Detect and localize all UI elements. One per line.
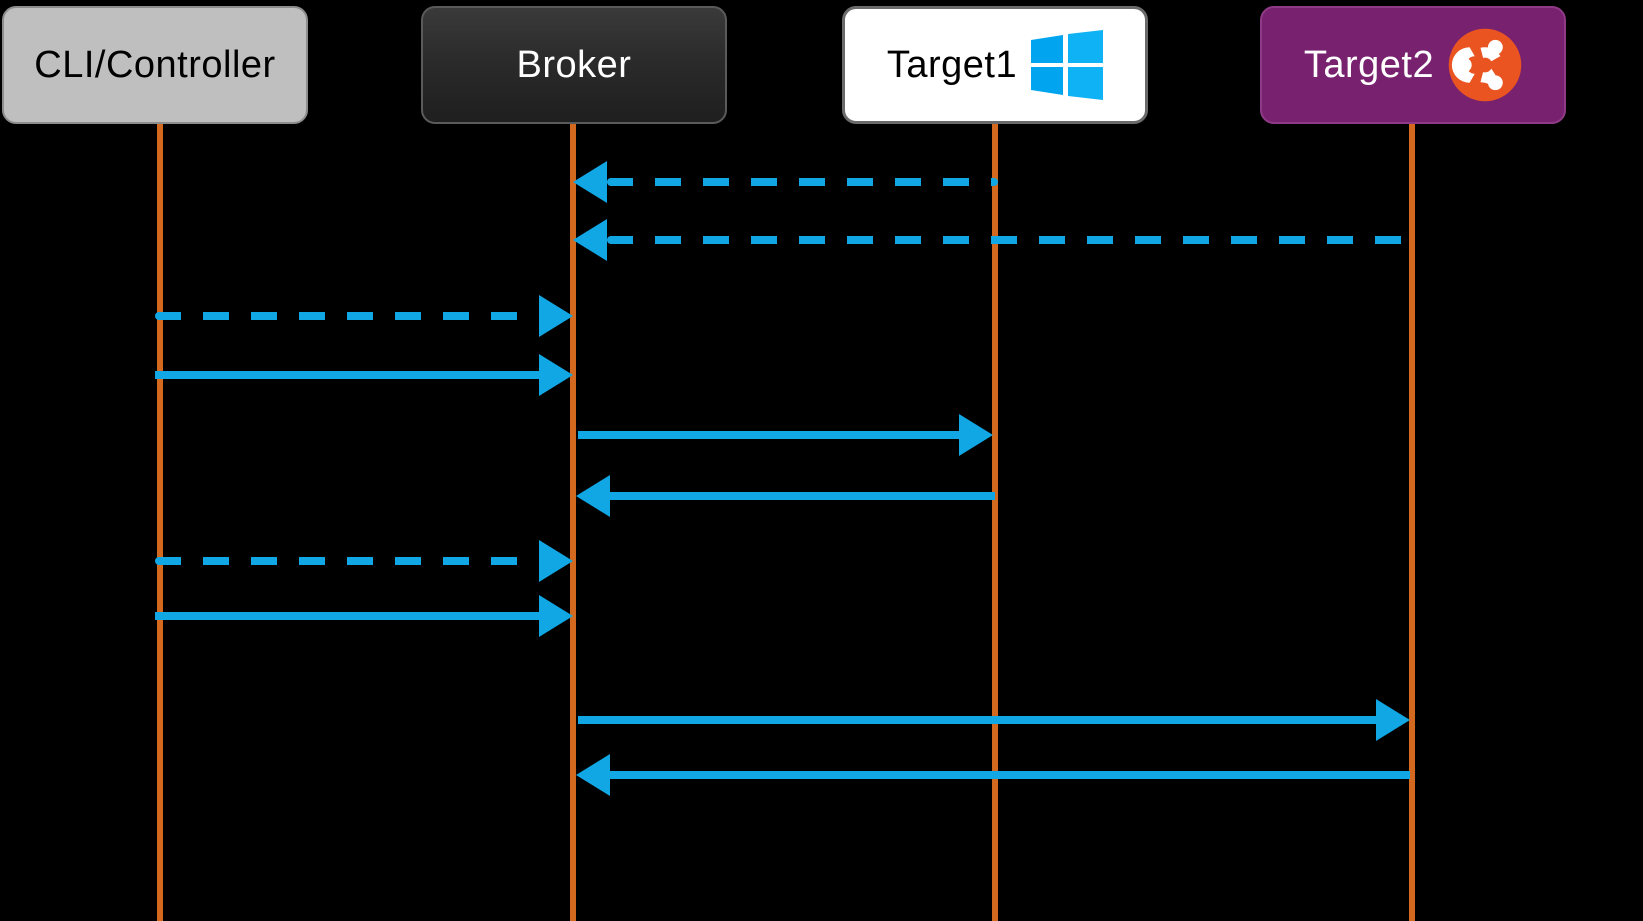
message-shaft	[607, 178, 998, 186]
arrowhead-left-icon	[576, 754, 610, 796]
participant-target2[interactable]: Target2	[1260, 6, 1566, 124]
lifeline-broker	[570, 124, 576, 921]
arrowhead-right-icon	[539, 595, 573, 637]
participant-label-target1: Target1	[886, 43, 1018, 86]
arrowhead-right-icon	[539, 295, 573, 337]
lifeline-cli	[157, 124, 163, 921]
message-shaft	[607, 236, 1416, 244]
participant-label-target2: Target2	[1303, 43, 1435, 86]
arrowhead-right-icon	[959, 414, 993, 456]
arrowhead-left-icon	[573, 161, 607, 203]
participant-broker[interactable]: Broker	[421, 6, 727, 124]
participant-cli-controller[interactable]: CLI/Controller	[2, 6, 308, 124]
message-shaft	[578, 431, 959, 439]
arrowhead-right-icon	[539, 354, 573, 396]
participant-target1[interactable]: Target1	[842, 6, 1148, 124]
message-shaft	[610, 771, 1410, 779]
arrowhead-left-icon	[576, 475, 610, 517]
lifeline-target2	[1409, 124, 1415, 921]
message-shaft	[155, 371, 539, 379]
message-shaft	[155, 612, 539, 620]
arrowhead-right-icon	[539, 540, 573, 582]
ubuntu-logo-icon	[1448, 28, 1522, 102]
message-shaft	[155, 312, 539, 320]
arrowhead-right-icon	[1376, 699, 1410, 741]
arrowhead-left-icon	[573, 219, 607, 261]
message-shaft	[155, 557, 539, 565]
windows-logo-icon	[1031, 30, 1104, 100]
participant-label-broker: Broker	[516, 43, 632, 86]
message-shaft	[578, 716, 1376, 724]
message-shaft	[610, 492, 995, 500]
participant-label-cli: CLI/Controller	[34, 43, 276, 86]
lifeline-target1	[992, 124, 998, 921]
